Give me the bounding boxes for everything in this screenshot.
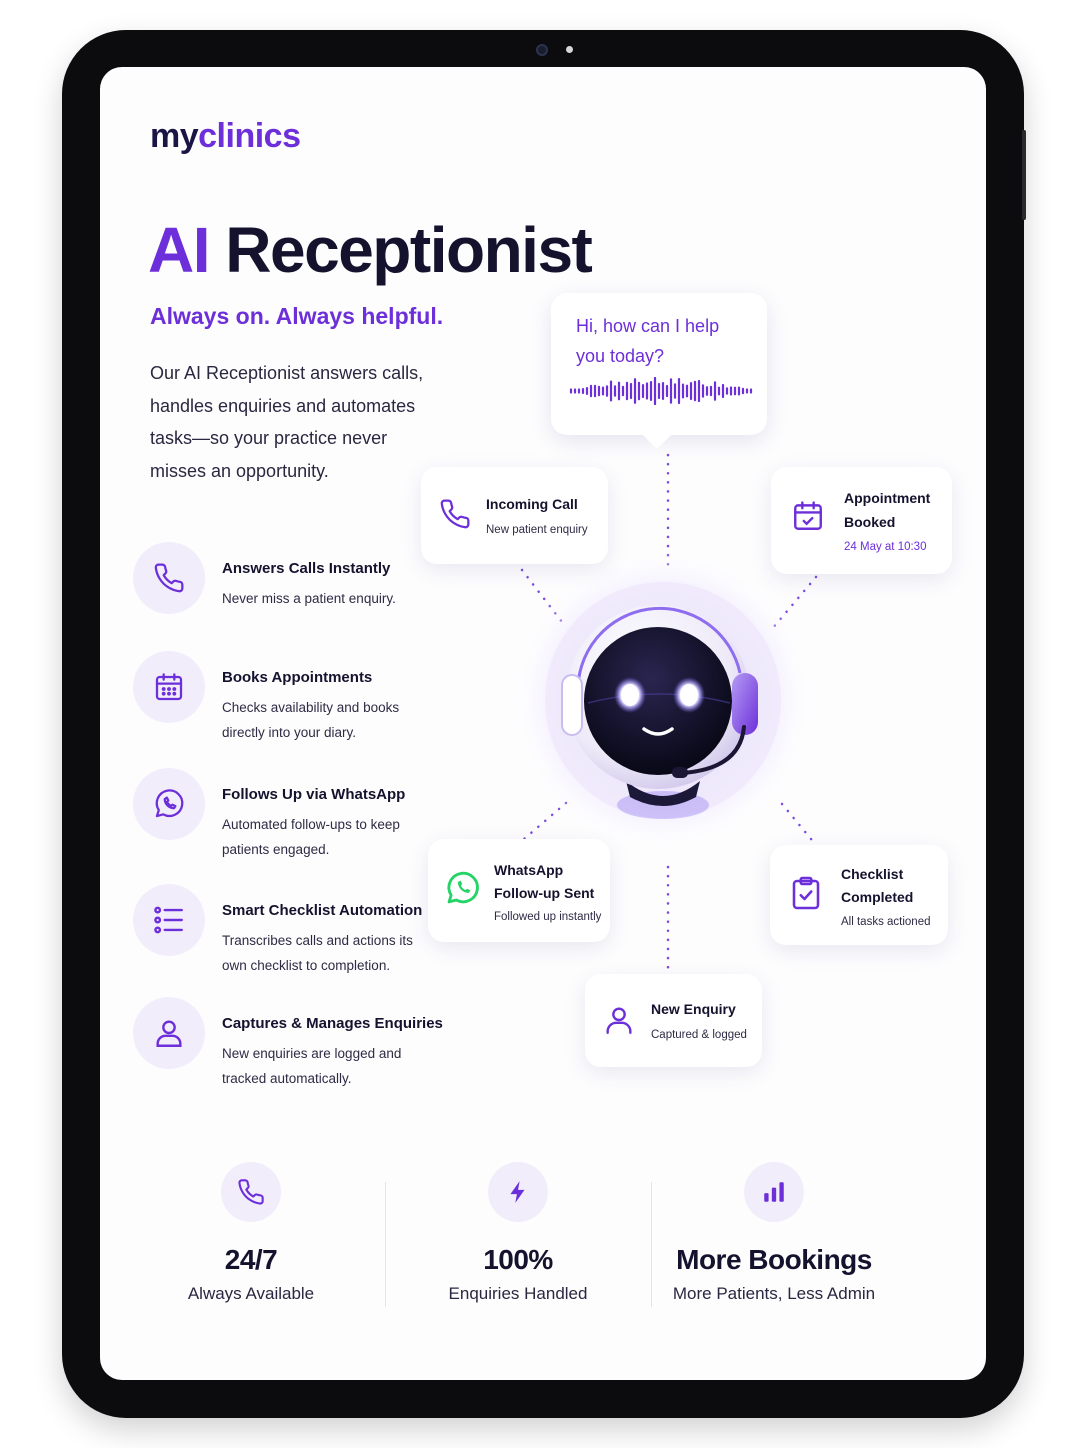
feature-desc: Checks availability and books directly i… [222,700,400,740]
whatsapp-followup-card[interactable]: WhatsApp Follow-up Sent Followed up inst… [428,839,610,942]
stat-label: Always Available [187,1284,315,1303]
page-title-accent: AI [148,214,211,286]
feature-title: Books Appointments [222,669,373,686]
feature-checklist-automation: Smart Checklist Automation Transcribes c… [133,884,453,973]
phone-icon [221,1162,281,1222]
card-title-line2: Follow-up Sent [494,885,595,901]
feature-answers-calls: Answers Calls Instantly Never miss a pat… [133,542,453,622]
user-icon [606,1007,632,1034]
feature-captures-enquiries: Captures & Manages Enquiries New enquiri… [133,997,453,1086]
card-title: Incoming Call [486,496,578,512]
brand-logo[interactable]: myclinics [150,117,301,156]
brand-logo-part1: my [150,117,199,155]
stat-value: 24/7 [224,1244,278,1275]
tablet-screen: myclinics AI Receptionist Always on. Alw… [100,67,986,1380]
phone-icon [440,499,470,529]
card-subtitle: Followed up instantly [494,911,602,923]
stat-label: More Patients, Less Admin [672,1284,876,1303]
robot-assistant-icon [511,548,815,852]
stat-divider [385,1182,386,1307]
feature-desc: Never miss a patient enquiry. [222,591,396,606]
card-title-line2: Completed [841,889,914,905]
card-title: New Enquiry [651,1001,736,1017]
hero-description: Our AI Receptionist answers calls, handl… [150,363,424,481]
speech-bubble: Hi, how can I help you today? [551,293,767,450]
feature-title: Smart Checklist Automation [222,902,423,919]
stat-availability: 24/7 Always Available [131,1162,371,1304]
page-title: AI Receptionist [148,213,593,287]
card-title-line2: Booked [844,514,896,530]
page-title-rest: Receptionist [225,214,593,286]
card-title-line1: WhatsApp [494,862,564,878]
brand-logo-part2: clinics [198,117,301,155]
feature-desc: New enquiries are logged and tracked aut… [222,1046,402,1086]
feature-desc: Automated follow-ups to keep patients en… [222,817,400,857]
phone-icon [133,542,205,614]
bar-chart-icon [744,1162,804,1222]
card-title-line1: Checklist [841,866,904,882]
user-icon [133,997,205,1069]
feature-desc: Transcribes calls and actions its own ch… [222,933,413,973]
stat-value: More Bookings [676,1244,872,1275]
card-subtitle: Captured & logged [651,1029,747,1041]
speech-bubble-text: Hi, how can I help you today? [576,316,720,366]
stat-enquiries: 100% Enquiries Handled [398,1162,638,1304]
tablet-side-button [1022,130,1026,220]
camera-icon [536,44,548,56]
voice-waveform-icon [569,377,753,405]
sensor-dot [566,46,573,53]
feature-title: Answers Calls Instantly [222,560,391,577]
card-subtitle: All tasks actioned [841,916,931,928]
stat-divider [651,1182,652,1307]
stat-value: 100% [483,1244,553,1275]
calendar-icon [133,651,205,723]
lightning-icon [488,1162,548,1222]
feature-books-appointments: Books Appointments Checks availability a… [133,651,453,740]
new-enquiry-card[interactable]: New Enquiry Captured & logged [585,974,762,1067]
clipboard-check-icon [792,876,820,910]
card-subtitle: New patient enquiry [486,524,588,536]
incoming-call-card[interactable]: Incoming Call New patient enquiry [421,467,608,564]
card-title-line1: Appointment [844,490,931,506]
feature-title: Captures & Manages Enquiries [222,1015,443,1032]
checklist-completed-card[interactable]: Checklist Completed All tasks actioned [770,845,948,945]
tagline: Always on. Always helpful. [150,303,444,329]
calendar-check-icon [794,501,822,530]
whatsapp-icon [447,871,479,904]
card-subtitle: 24 May at 10:30 [844,541,927,553]
whatsapp-icon [133,768,205,840]
stat-label: Enquiries Handled [448,1284,588,1303]
stat-bookings: More Bookings More Patients, Less Admin [654,1162,894,1304]
appointment-booked-card[interactable]: Appointment Booked 24 May at 10:30 [771,467,952,574]
checklist-icon [133,884,205,956]
feature-title: Follows Up via WhatsApp [222,786,406,803]
feature-whatsapp-followup: Follows Up via WhatsApp Automated follow… [133,768,453,857]
